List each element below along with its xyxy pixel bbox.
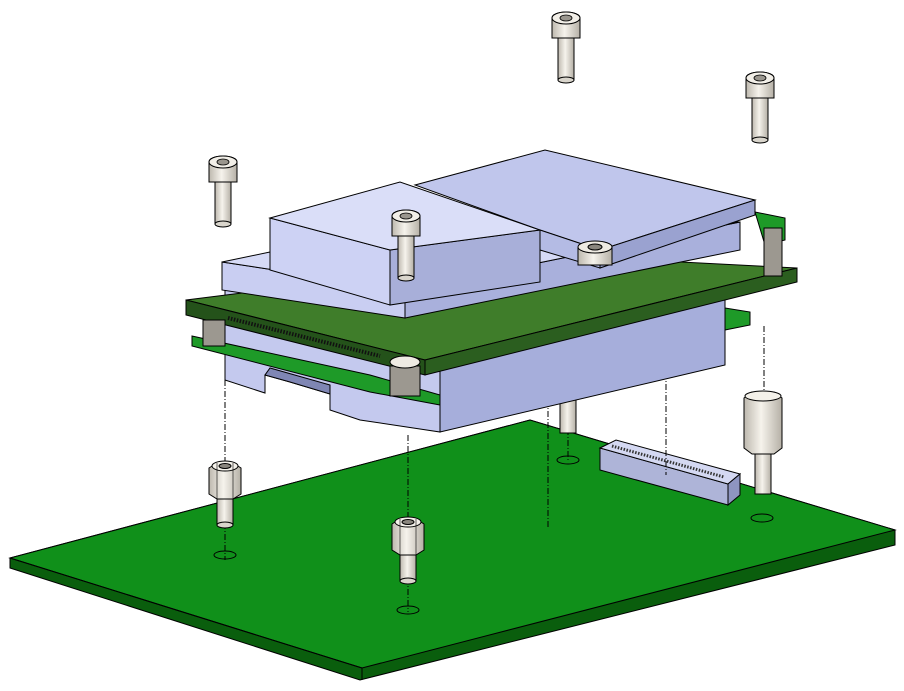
standoff-right (743, 390, 783, 495)
spacer-front (389, 365, 421, 397)
lower-pcb-strip-right (724, 307, 751, 331)
cap-screw-seated (577, 240, 613, 266)
lower-pcb-strip (191, 335, 441, 406)
mounting-holes (213, 455, 774, 615)
spacer-right (763, 227, 783, 277)
spacer-left (202, 319, 226, 347)
cap-screw-top (551, 11, 581, 84)
cap-screw-right (745, 71, 775, 144)
board-connector (598, 439, 742, 507)
spacer-front-top (389, 355, 421, 369)
cap-screw-left (208, 155, 238, 228)
